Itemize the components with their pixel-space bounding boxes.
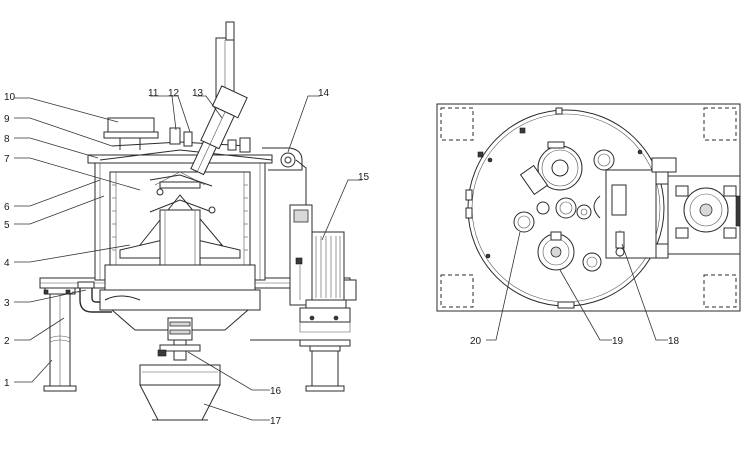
callout-4: 4 bbox=[4, 258, 10, 269]
callout-19: 19 bbox=[612, 336, 624, 347]
callout-6: 6 bbox=[4, 202, 10, 213]
top-center-parts bbox=[513, 197, 625, 272]
callout-1: 1 bbox=[4, 378, 10, 389]
top-motor bbox=[593, 157, 741, 259]
callout-11: 11 bbox=[148, 88, 159, 99]
callout-13: 13 bbox=[192, 88, 204, 99]
callout-3: 3 bbox=[4, 298, 10, 309]
callout-5: 5 bbox=[4, 220, 10, 231]
callout-20: 20 bbox=[470, 336, 482, 347]
top-view-callouts: 18 19 20 bbox=[470, 336, 680, 347]
side-view: 1 2 3 4 5 6 7 8 9 10 11 12 13 14 15 16 1… bbox=[4, 21, 370, 427]
top-view: 18 19 20 bbox=[436, 103, 741, 347]
top-feed-motor bbox=[519, 141, 615, 196]
drain-pipe bbox=[77, 281, 112, 313]
callout-8: 8 bbox=[4, 134, 10, 145]
lower-housing bbox=[99, 264, 261, 421]
lid bbox=[103, 117, 251, 153]
callout-16: 16 bbox=[270, 386, 282, 397]
callout-18: 18 bbox=[668, 336, 680, 347]
motor bbox=[289, 204, 357, 333]
side-view-callouts: 1 2 3 4 5 6 7 8 9 10 11 12 13 14 15 16 1… bbox=[4, 88, 370, 427]
lid-hinge bbox=[262, 147, 307, 205]
callout-14: 14 bbox=[318, 88, 330, 99]
feed-pipe bbox=[149, 21, 248, 214]
callout-17: 17 bbox=[270, 416, 282, 427]
side-view-leaders bbox=[14, 95, 362, 421]
rim-details bbox=[465, 107, 643, 309]
callout-15: 15 bbox=[358, 172, 370, 183]
callout-7: 7 bbox=[4, 154, 10, 165]
callout-2: 2 bbox=[4, 336, 10, 347]
callout-10: 10 bbox=[4, 92, 16, 103]
top-view-leaders bbox=[486, 231, 668, 341]
callout-9: 9 bbox=[4, 114, 10, 125]
callout-12: 12 bbox=[168, 88, 180, 99]
corner-pads bbox=[440, 107, 737, 308]
